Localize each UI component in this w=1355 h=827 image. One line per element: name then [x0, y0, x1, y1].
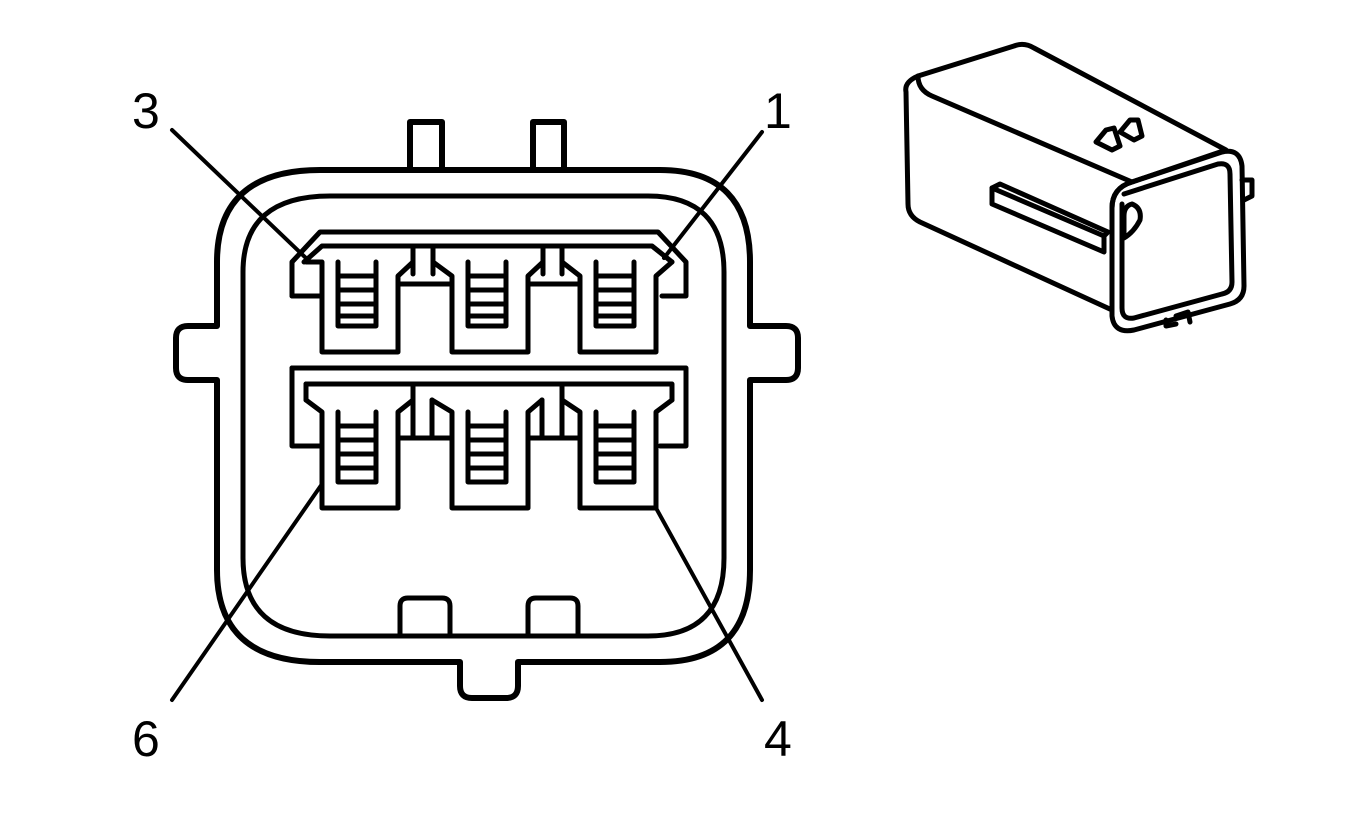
- callout-label-4: 4: [764, 711, 792, 767]
- cavity-5: [429, 397, 545, 511]
- top-locating-tabs: [407, 119, 567, 173]
- lower-cavities: [303, 397, 675, 511]
- callout-label-1: 1: [764, 83, 792, 139]
- cavity-4: [559, 397, 675, 511]
- side-slot: [989, 185, 1107, 255]
- cavity-3: [303, 259, 416, 355]
- connector-inner-seal: [240, 193, 727, 639]
- leader-line-1: [662, 130, 764, 260]
- leader-lines: [170, 128, 764, 702]
- callout-labels: 3 1 6 4: [132, 83, 792, 767]
- upper-terminal-row: [289, 229, 689, 299]
- leader-line-3: [170, 128, 310, 262]
- callout-label-6: 6: [132, 711, 160, 767]
- lower-terminal-row: [289, 365, 689, 449]
- upper-cavities: [303, 259, 675, 355]
- leader-line-4: [654, 506, 764, 702]
- cavity-1: [559, 259, 675, 355]
- latch-ramp-right: [1117, 117, 1145, 143]
- callout-label-3: 3: [132, 83, 160, 139]
- connector-housing-outline: [173, 167, 801, 701]
- bottom-keys: [397, 595, 581, 637]
- latch-ramp-left: [1093, 125, 1123, 153]
- cavity-2: [430, 259, 546, 355]
- connector-front-face: [1109, 148, 1247, 334]
- connector-face-view: 3 1 6 4: [132, 83, 801, 767]
- leader-line-6: [170, 482, 324, 702]
- cavity-6: [303, 397, 416, 511]
- connector-3d-view: [903, 41, 1255, 334]
